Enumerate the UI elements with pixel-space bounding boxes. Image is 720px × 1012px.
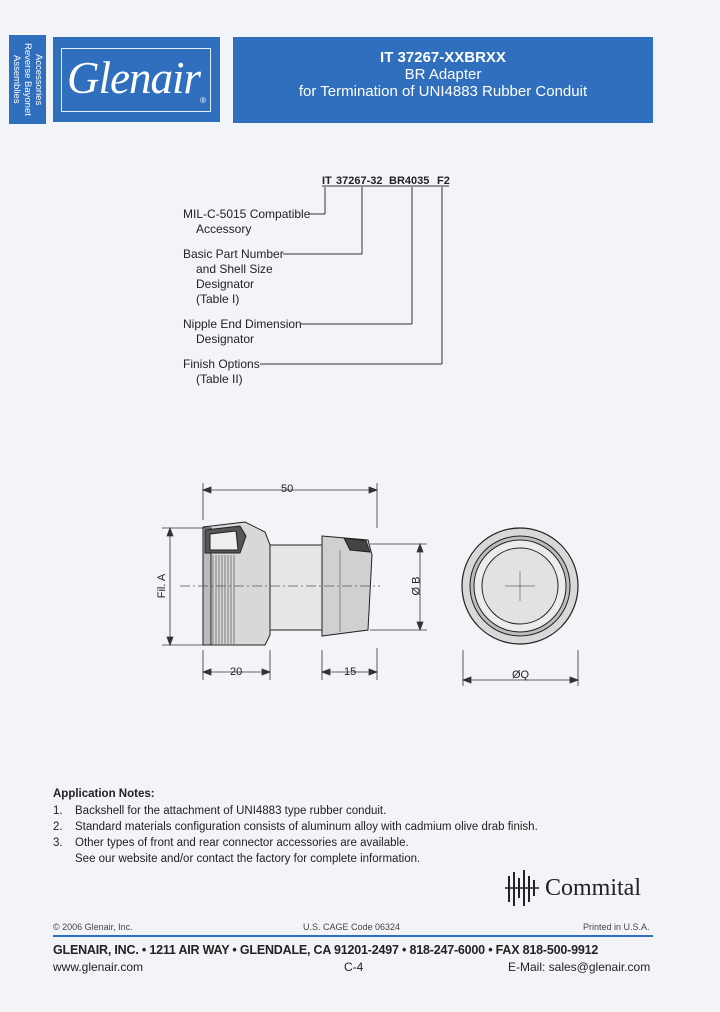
pn-nipple: BR4035 [389,175,430,187]
notes-heading: Application Notes: [53,788,155,800]
section-tab-line: Assemblies [11,55,22,104]
commital-mark-icon [505,870,539,906]
cage-code: U.S. CAGE Code 06324 [303,922,401,932]
pn-prefix: IT [322,175,332,187]
note-item: 1.Backshell for the attachment of UNI488… [53,805,387,817]
dimension-lines [162,483,580,686]
callout-basic-part: Basic Part Number and Shell Size Designa… [183,247,284,306]
printed-in: Printed in U.S.A. [583,922,650,932]
website-link[interactable]: www.glenair.com [53,960,144,974]
callout-nipple: Nipple End Dimension Designator [183,317,302,346]
callout-accessory: MIL-C-5015 Compatible Accessory [183,207,311,236]
footer-rule [53,935,653,937]
logo-text: Glenair [67,53,201,103]
adapter-end-view [461,527,579,645]
section-tab-line: Accessories [33,53,44,106]
note-item: See our website and/or contact the facto… [75,853,421,865]
product-name: BR Adapter [404,66,482,83]
copyright: © 2006 Glenair, Inc. [53,922,133,932]
dim-overall: 50 [281,483,294,495]
dim-left: 20 [230,666,243,678]
product-description: for Termination of UNI4883 Rubber Condui… [298,83,588,100]
company-address: GLENAIR, INC. • 1211 AIR WAY • GLENDALE,… [53,943,599,957]
page-number: C-4 [344,960,364,974]
pn-basic: 37267-32 [336,175,383,187]
pn-finish: F2 [437,175,450,187]
email-link[interactable]: E-Mail: sales@glenair.com [508,960,651,974]
commital-logo: Commital [505,868,641,908]
dim-b: Ø B [410,576,423,596]
commital-text: Commital [545,874,641,901]
note-item: 3.Other types of front and rear connecto… [53,837,409,849]
section-tab-line: Reverse Bayonet [22,43,33,116]
registered-mark: ® [200,96,206,105]
adapter-side-view [202,521,373,646]
product-number: IT 37267-XXBRXX [380,49,506,66]
glenair-logo: Glenair ® [53,37,220,122]
callout-finish: Finish Options (Table II) [183,357,260,386]
section-tab: Accessories Reverse Bayonet Assemblies [9,35,46,124]
application-notes: Application Notes: 1.Backshell for the a… [53,788,538,867]
dim-fil-a: Fil. A [156,573,169,599]
title-banner: IT 37267-XXBRXX BR Adapter for Terminati… [233,37,653,123]
dim-q: ØQ [512,669,530,681]
note-item: 2.Standard materials configuration consi… [53,821,538,833]
leader-lines [260,185,449,365]
dim-right: 15 [344,666,357,678]
